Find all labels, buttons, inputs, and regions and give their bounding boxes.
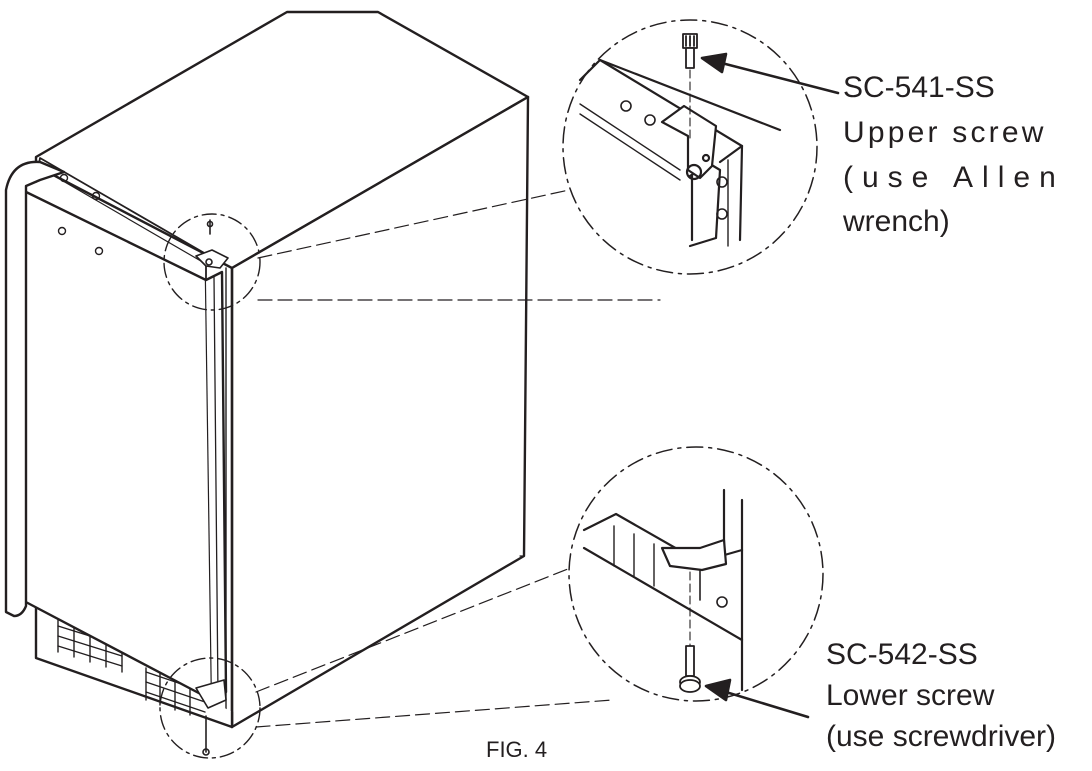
lower-screw-line2: (use screwdriver) [826, 720, 1056, 753]
lower-screw-line1: Lower screw [826, 679, 995, 712]
bottom-hinge-detail [195, 679, 227, 756]
figure-label: FIG. 4 [486, 737, 547, 762]
lower-part-number: SC-542-SS [826, 638, 978, 671]
lower-hinge-marker [159, 657, 261, 759]
cabinet [34, 10, 530, 729]
cabinet-base [34, 604, 234, 729]
upper-callout-label: SC-541-SS Upper screw (use Allen wrench) [842, 71, 1065, 238]
upper-screw-line2: (use Allen [843, 161, 1065, 194]
lower-callout-label: SC-542-SS Lower screw (use screwdriver) [826, 638, 1056, 753]
upper-part-number: SC-541-SS [843, 71, 995, 104]
upper-screw [682, 33, 698, 141]
magnify-leaders [255, 187, 661, 728]
upper-screw-line3: wrench) [842, 205, 950, 238]
top-hinge-detail [195, 219, 229, 269]
lower-detail-view [568, 446, 824, 702]
door-handle [4, 160, 66, 618]
upper-hinge-marker [163, 213, 261, 311]
upper-detail-view [562, 19, 818, 275]
upper-callout-arrow [700, 52, 840, 95]
lower-screw [679, 571, 701, 693]
upper-screw-line1: Upper screw [843, 116, 1047, 149]
lower-callout-arrow [704, 678, 810, 719]
